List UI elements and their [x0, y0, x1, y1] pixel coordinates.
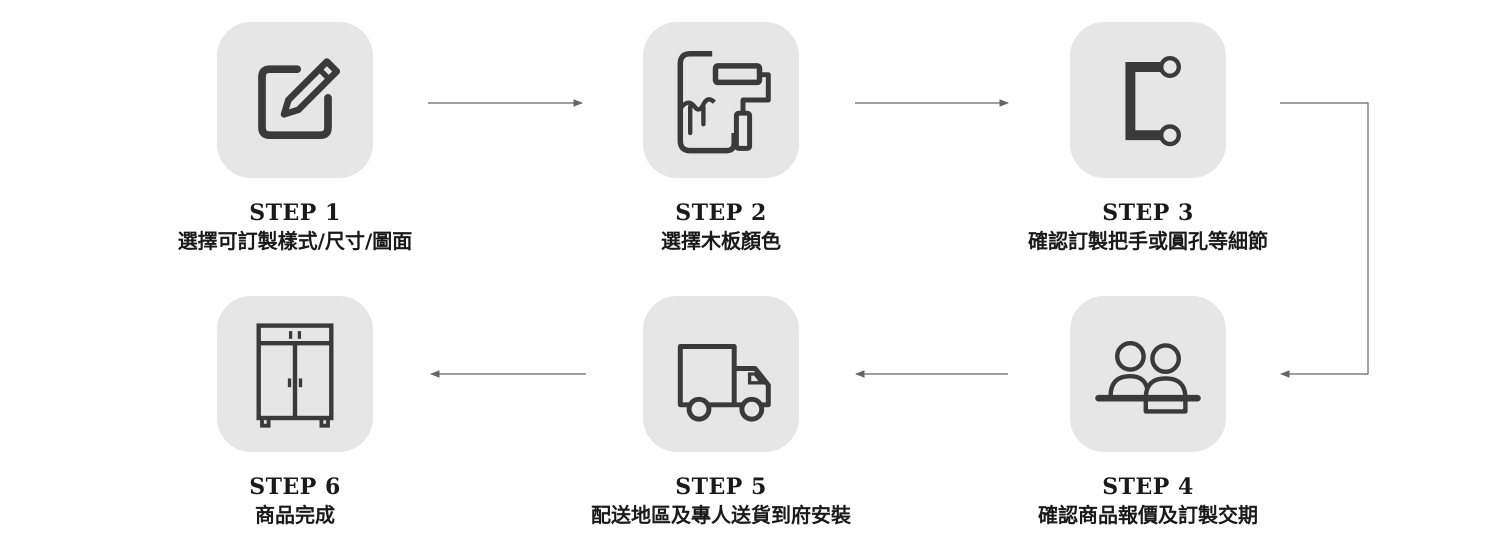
step-3-icon-box	[1070, 22, 1226, 178]
truck-icon	[677, 344, 771, 422]
step-2: STEP 2 選擇木板顏色	[541, 22, 901, 254]
step-2-title: STEP 2	[675, 200, 767, 226]
step-5: STEP 5 配送地區及專人送貨到府安裝	[541, 296, 901, 528]
step-2-icon-box	[643, 22, 799, 178]
step-1-description: 選擇可訂製樣式/尺寸/圖面	[177, 229, 413, 253]
step-6-icon-box	[217, 296, 373, 452]
paint-roller-icon	[677, 51, 771, 154]
step-3: STEP 3 確認訂製把手或圓孔等細節	[968, 22, 1328, 254]
step-1: STEP 1 選擇可訂製樣式/尺寸/圖面	[115, 22, 475, 254]
handle-icon	[1125, 56, 1181, 147]
arrow-step3-to-step4	[1280, 102, 1369, 378]
step-5-title: STEP 5	[675, 474, 767, 500]
step-5-icon-box	[643, 296, 799, 452]
step-6: STEP 6 商品完成	[115, 296, 475, 528]
step-6-title: STEP 6	[249, 474, 341, 500]
edit-icon	[258, 58, 341, 140]
step-3-description: 確認訂製把手或圓孔等細節	[1028, 229, 1268, 253]
meeting-icon	[1095, 341, 1201, 414]
step-3-title: STEP 3	[1102, 200, 1194, 226]
step-4-icon-box	[1070, 296, 1226, 452]
step-1-icon-box	[217, 22, 373, 178]
step-2-description: 選擇木板顏色	[661, 229, 781, 253]
step-6-description: 商品完成	[255, 503, 335, 527]
step-4-description: 確認商品報價及訂製交期	[1038, 503, 1258, 527]
step-4: STEP 4 確認商品報價及訂製交期	[968, 296, 1328, 528]
step-5-description: 配送地區及專人送貨到府安裝	[591, 503, 851, 527]
cabinet-icon	[256, 323, 334, 428]
step-1-title: STEP 1	[249, 200, 341, 226]
step-4-title: STEP 4	[1102, 474, 1194, 500]
